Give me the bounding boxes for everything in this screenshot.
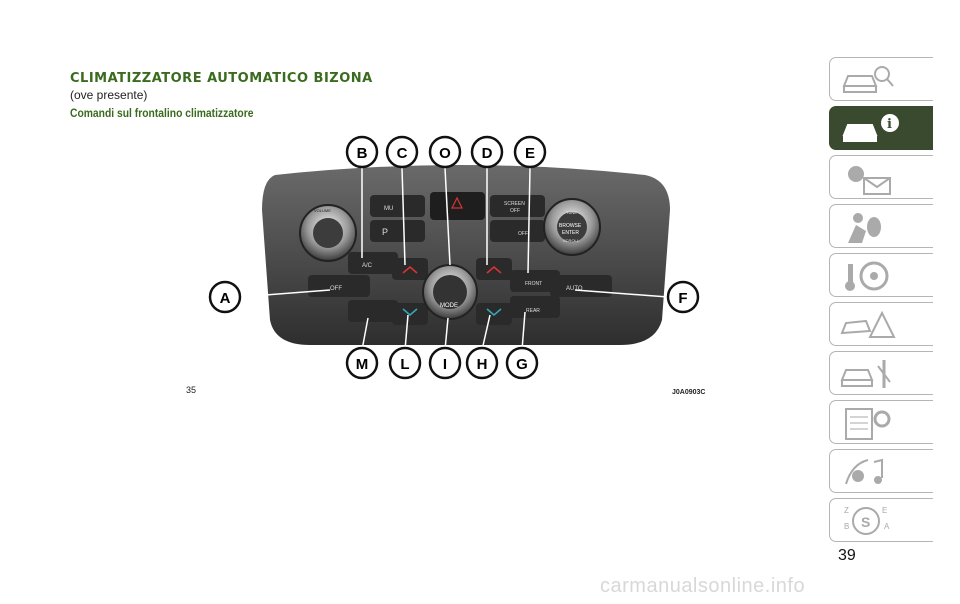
recirculation-button xyxy=(348,300,398,322)
airbag-person-icon xyxy=(848,213,881,243)
figure-code: J0A0903C xyxy=(672,389,706,396)
svg-text:S: S xyxy=(861,514,870,530)
ac-label: A/C xyxy=(362,263,373,269)
car-search-icon xyxy=(842,66,894,93)
svg-text:E: E xyxy=(882,506,887,515)
hazard-button xyxy=(430,192,485,220)
callout-e: E xyxy=(525,145,535,162)
tab-warning-lights[interactable] xyxy=(829,155,933,199)
screen-off-label-2: OFF xyxy=(510,208,520,214)
callout-c: C xyxy=(397,145,408,162)
specs-gear-icon xyxy=(845,408,891,440)
callout-i: I xyxy=(443,356,447,373)
mode-label: MODE xyxy=(440,303,458,309)
svg-text:i: i xyxy=(887,117,892,132)
climate-control-panel-figure: MU SCREEN OFF P OFF VOLUME TUNE BROWSE E… xyxy=(208,135,700,380)
section-subtitle: (ove presente) xyxy=(70,88,148,102)
tab-car-info[interactable]: i xyxy=(829,106,933,150)
driver-temp-up-button xyxy=(392,258,428,280)
tab-technical-specs[interactable] xyxy=(829,400,933,444)
ac-button xyxy=(348,252,398,274)
callout-h: H xyxy=(477,356,488,373)
pass-temp-down-button xyxy=(476,303,512,325)
front-label: FRONT xyxy=(525,281,542,287)
auto-label: AUTO xyxy=(566,286,583,292)
tab-car-search[interactable] xyxy=(829,57,933,101)
callout-g: G xyxy=(516,356,528,373)
off-button xyxy=(308,275,370,297)
seat-off-label: OFF xyxy=(518,231,528,237)
mute-button xyxy=(370,195,425,217)
callout-f: F xyxy=(678,290,687,307)
multimedia-icon xyxy=(845,458,883,485)
callout-m: M xyxy=(356,356,369,373)
pass-temp-up-button xyxy=(476,258,512,280)
hazard-icon xyxy=(450,196,464,209)
rear-defrost-button xyxy=(510,296,560,318)
screen-off-label-1: SCREEN xyxy=(504,201,525,207)
leader-lines xyxy=(239,167,669,351)
car-crash-warning-icon xyxy=(840,310,896,338)
alphabetical-index-icon: S Z EA B xyxy=(844,506,890,535)
car-info-icon: i xyxy=(842,114,899,142)
svg-text:A: A xyxy=(884,522,890,531)
figure-caption: Comandi sul frontalino climatizzatore xyxy=(70,106,254,120)
tab-safety[interactable] xyxy=(829,204,933,248)
tab-multimedia[interactable] xyxy=(829,449,933,493)
callout-o: O xyxy=(439,145,451,162)
watermark: carmanualsonline.info xyxy=(600,575,806,597)
callouts-bottom: M L I H G xyxy=(345,346,539,380)
front-defrost-button xyxy=(510,270,560,292)
callout-a: A xyxy=(220,290,231,307)
mute-label: MU xyxy=(384,206,393,212)
tab-emergency[interactable] xyxy=(829,302,933,346)
off-label: OFF xyxy=(330,286,342,292)
callout-d: D xyxy=(482,145,493,162)
callout-l: L xyxy=(400,356,409,373)
car-tools-icon xyxy=(840,360,891,388)
callout-b: B xyxy=(357,145,368,162)
park-button xyxy=(370,220,425,242)
callouts-top: B C O D E xyxy=(345,135,547,169)
park-label: P xyxy=(382,227,388,237)
driver-temp-down-button xyxy=(392,303,428,325)
browse-label: BROWSE xyxy=(559,223,582,229)
tune-label: TUNE xyxy=(566,210,577,215)
seat-off-button xyxy=(490,220,545,242)
rear-label: REAR xyxy=(526,308,540,314)
enter-label: ENTER xyxy=(562,230,579,236)
svg-text:Z: Z xyxy=(844,506,849,515)
tab-starting-driving[interactable] xyxy=(829,253,933,297)
section-title: CLIMATIZZATORE AUTOMATICO BIZONA xyxy=(70,71,373,86)
volume-label: VOLUME xyxy=(314,208,331,213)
tab-maintenance[interactable] xyxy=(829,351,933,395)
svg-text:B: B xyxy=(844,522,849,531)
scroll-label: SCROLL xyxy=(563,238,580,243)
figure-number: 35 xyxy=(186,385,197,395)
key-steering-wheel-icon xyxy=(845,261,889,291)
page-number: 39 xyxy=(838,547,856,564)
screen-off-button xyxy=(490,195,545,217)
warning-light-message-icon xyxy=(848,166,891,195)
